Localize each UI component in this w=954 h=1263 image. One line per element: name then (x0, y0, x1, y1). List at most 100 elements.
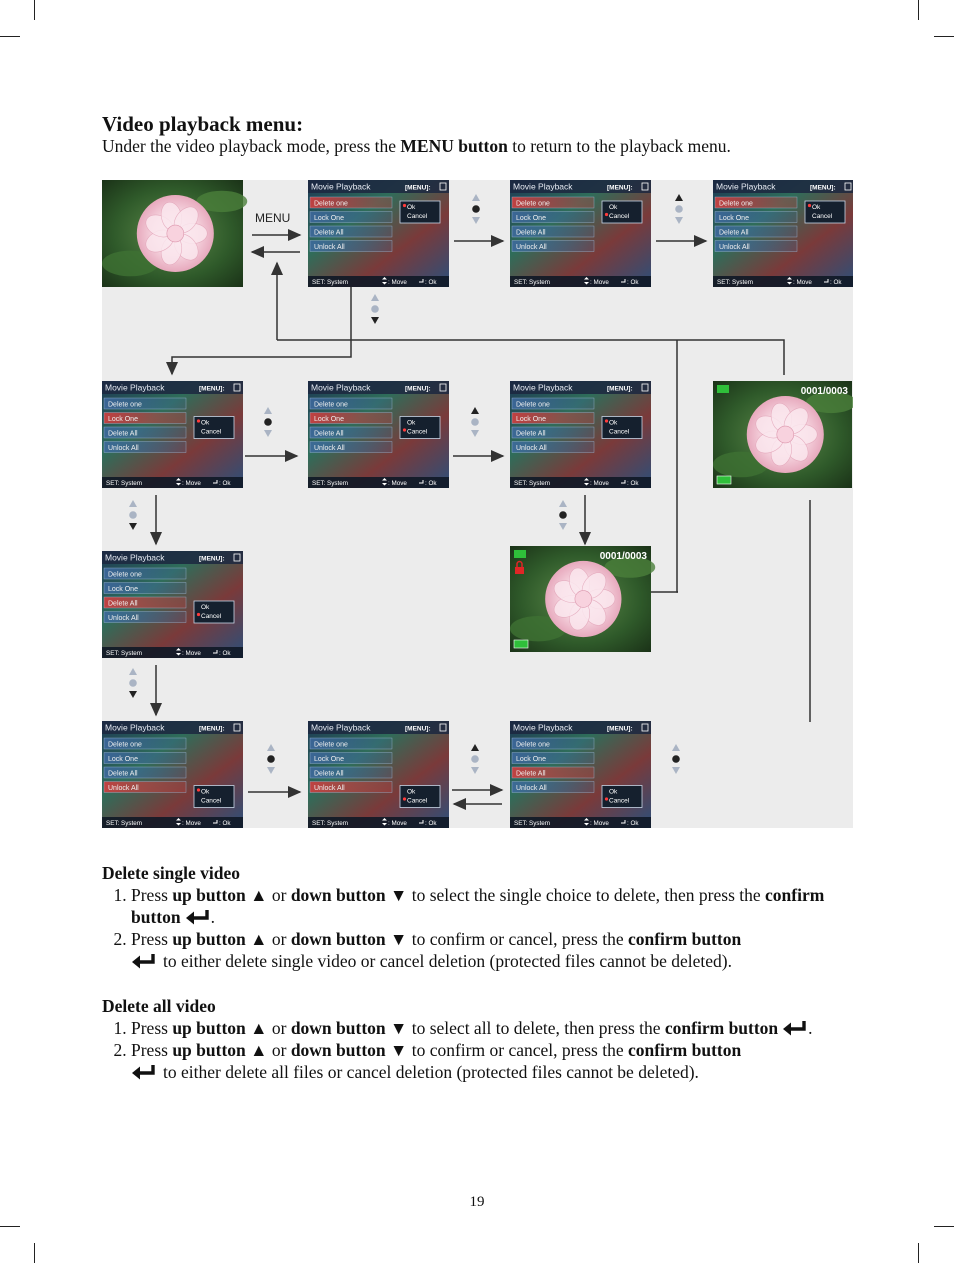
updown-indicator (471, 407, 479, 437)
menu-item: Delete one (516, 742, 550, 749)
menu-item: Unlock All (314, 445, 345, 452)
flow-arrow (277, 339, 785, 375)
screen-title: Movie Playback (105, 383, 165, 393)
menu-item: Unlock All (516, 244, 547, 251)
up-button-label: up button (172, 929, 246, 949)
page-heading: Video playback menu: (102, 112, 304, 136)
start-photo (102, 180, 248, 287)
photo-counter: 0001/0003 (600, 551, 648, 562)
menu-tag: [MENU]: (405, 185, 431, 192)
menu-item: Delete one (314, 201, 348, 208)
popup-option: Cancel (609, 213, 630, 220)
screen-title: Movie Playback (716, 182, 776, 192)
enter-return-icon (132, 1065, 155, 1080)
menu-item: Lock One (314, 416, 344, 423)
enter-icon (213, 480, 218, 484)
updown-icon (176, 478, 181, 486)
menu-item: Unlock All (516, 445, 547, 452)
popup-option: Cancel (407, 429, 428, 436)
menu-tag: [MENU]: (199, 556, 225, 563)
screen-title: Movie Playback (311, 182, 371, 192)
flow-connectors (150, 229, 811, 810)
menu-tag: [MENU]: (199, 386, 225, 393)
footer-set: SET: System (514, 480, 550, 487)
popup-option: Cancel (407, 213, 428, 220)
updown-icon (176, 648, 181, 656)
popup-option: Cancel (609, 798, 630, 805)
screen-title: Movie Playback (105, 723, 165, 733)
footer-set: SET: System (312, 279, 348, 286)
popup-option: Ok (609, 204, 618, 211)
delete-single-step-2: Press up button ▲ or down button ▼ to co… (131, 928, 862, 972)
enter-icon (213, 650, 218, 654)
screen-title: Movie Playback (105, 553, 165, 563)
popup-option: Ok (609, 789, 618, 796)
video-mode-icon (514, 550, 526, 558)
popup-option: Ok (407, 204, 416, 211)
enter-icon (824, 279, 829, 283)
menu-item: Lock One (314, 215, 344, 222)
updown-indicator (471, 744, 479, 774)
updown-icon (382, 478, 387, 486)
menu-tag: [MENU]: (607, 726, 633, 733)
popup-option: Ok (609, 420, 618, 427)
popup-option: Ok (201, 604, 210, 611)
updown-icon (382, 277, 387, 285)
down-button-label: down button (290, 929, 386, 949)
menu-tag: [MENU]: (405, 726, 431, 733)
footer-move: : Move (388, 820, 407, 827)
menu-item: Delete one (314, 402, 348, 409)
screen-title: Movie Playback (513, 182, 573, 192)
lock-icon (515, 567, 524, 574)
menu-item: Delete one (516, 402, 550, 409)
menu-item: Lock One (108, 416, 138, 423)
menu-item: Unlock All (108, 445, 139, 452)
delete-single-section: Delete single video Press up button ▲ or… (102, 862, 862, 972)
down-button-label: down button (290, 885, 386, 905)
footer-move: : Move (590, 279, 609, 286)
footer-ok: : Ok (425, 480, 437, 487)
menu-item: Delete one (108, 572, 142, 579)
menu-item: Delete All (108, 771, 138, 778)
intro-text: Under the video playback mode, press the… (102, 136, 731, 157)
menu-item: Lock One (108, 586, 138, 593)
page-number: 19 (469, 1194, 485, 1210)
menu-item: Delete All (314, 230, 344, 237)
crop-mark (918, 1243, 919, 1263)
footer-set: SET: System (514, 279, 550, 286)
menu-item: Delete All (314, 431, 344, 438)
footer-move: : Move (590, 820, 609, 827)
enter-icon (621, 820, 626, 824)
popup-option: Ok (812, 204, 821, 211)
footer-ok: : Ok (425, 279, 437, 286)
flow-arrow (676, 340, 678, 593)
menu-item: Delete one (108, 742, 142, 749)
footer-move: : Move (793, 279, 812, 286)
updown-indicator (371, 294, 379, 324)
enter-icon (419, 820, 424, 824)
popup-option: Cancel (407, 798, 428, 805)
menu-item: Delete one (108, 402, 142, 409)
confirm-button-label: confirm button (131, 885, 825, 927)
popup-option: Ok (407, 789, 416, 796)
enter-return-icon (783, 1021, 806, 1036)
enter-icon (419, 279, 424, 283)
footer-move: : Move (182, 820, 201, 827)
updown-indicator (472, 194, 480, 224)
updown-indicator (672, 744, 680, 774)
enter-icon (621, 480, 626, 484)
battery-icon (513, 639, 529, 649)
screen-title: Movie Playback (513, 723, 573, 733)
menu-item: Delete one (314, 742, 348, 749)
menu-item: Lock One (314, 756, 344, 763)
